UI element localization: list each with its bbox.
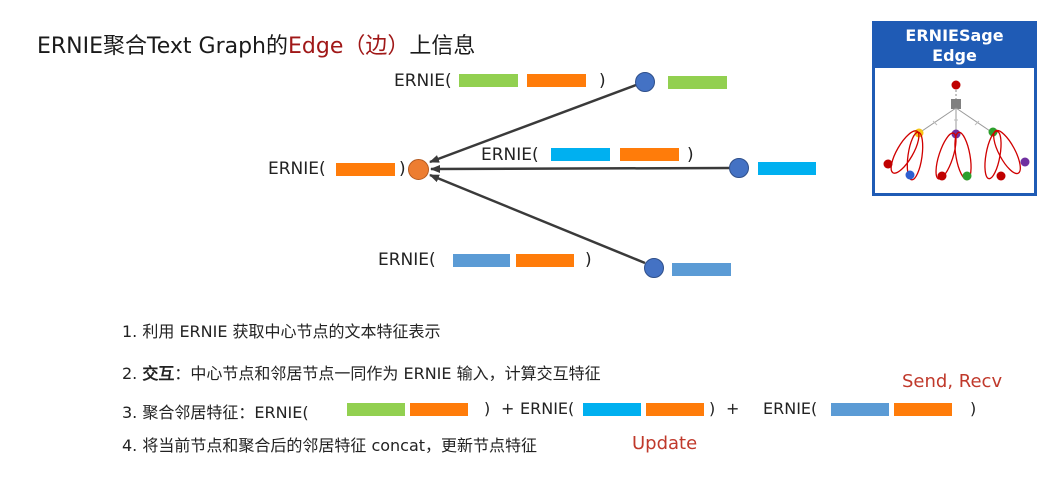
step-3-prefix: 3. 聚合邻居特征：ERNIE( bbox=[122, 403, 309, 422]
send-recv-label: Send, Recv bbox=[902, 371, 1003, 392]
orange-bar-center bbox=[336, 163, 395, 176]
title-prefix: ERNIE聚合Text Graph的 bbox=[37, 34, 289, 59]
step-2-bold: 交互 bbox=[142, 364, 175, 383]
inset-leaf bbox=[937, 171, 947, 181]
step-2-prefix: 2. bbox=[122, 364, 143, 383]
step3-blue-bar bbox=[831, 403, 889, 416]
close-paren-top: ) bbox=[599, 71, 606, 91]
neighbor-node-bottom bbox=[644, 258, 664, 278]
inset-tree bbox=[883, 80, 1030, 181]
step3-close-2: ) bbox=[709, 399, 716, 418]
edge-bottom-neighbor bbox=[429, 173, 646, 265]
neighbor-feature-top bbox=[668, 76, 727, 89]
inset-root-node bbox=[951, 80, 961, 90]
step3-ernie-3: ERNIE( bbox=[763, 399, 818, 418]
ernie-label-bottom: ERNIE( bbox=[378, 250, 436, 270]
step3-green-bar bbox=[347, 403, 405, 416]
close-paren-mid: ) bbox=[687, 145, 694, 165]
step3-orange-bar-3 bbox=[894, 403, 952, 416]
step-2-rest: ：中心节点和邻居节点一同作为 ERNIE 输入，计算交互特征 bbox=[174, 364, 601, 383]
title-suffix: 上信息 bbox=[409, 34, 476, 59]
inset-loop bbox=[906, 131, 924, 181]
inset-loop bbox=[993, 129, 1021, 175]
inset-link-mark bbox=[932, 120, 938, 126]
ernie-sage-edge-inset: ERNIESage Edge bbox=[872, 21, 1037, 196]
neighbor-node-mid bbox=[729, 158, 749, 178]
ernie-label-top: ERNIE( bbox=[394, 71, 452, 91]
blue-bar-bottom bbox=[453, 254, 510, 267]
cyan-bar-mid bbox=[551, 148, 610, 161]
step3-close-1: ) bbox=[484, 399, 491, 418]
step3-plus-2: + bbox=[726, 399, 740, 418]
orange-bar-bottom bbox=[516, 254, 574, 267]
neighbor-node-top bbox=[635, 72, 655, 92]
step-4: 4. 将当前节点和聚合后的邻居特征 concat，更新节点特征 bbox=[122, 436, 538, 455]
ernie-label-mid: ERNIE( bbox=[481, 145, 539, 165]
close-paren-bottom: ) bbox=[585, 250, 592, 270]
inset-leaf bbox=[883, 159, 893, 169]
inset-link-mark bbox=[974, 120, 980, 126]
inset-link-left bbox=[918, 107, 957, 134]
inset-leaf bbox=[996, 171, 1006, 181]
inset-header: ERNIESage Edge bbox=[875, 24, 1034, 68]
inset-title-line2: Edge bbox=[932, 46, 977, 65]
inset-link-right bbox=[955, 107, 994, 134]
edge-mid-neighbor bbox=[430, 164, 730, 173]
step3-orange-bar-2 bbox=[646, 403, 704, 416]
step3-plus-1: + bbox=[501, 399, 515, 418]
title-highlight: Edge（边） bbox=[288, 34, 410, 59]
orange-bar-mid bbox=[620, 148, 679, 161]
orange-bar-top bbox=[527, 74, 586, 87]
step3-close-3: ) bbox=[970, 399, 977, 418]
inset-link-marks bbox=[932, 119, 980, 126]
inset-loop bbox=[954, 131, 972, 181]
center-node bbox=[408, 159, 429, 180]
inset-loop bbox=[890, 130, 920, 174]
inset-leaf bbox=[962, 171, 972, 181]
ernie-label-center: ERNIE( bbox=[268, 159, 326, 179]
inset-node-purple bbox=[951, 129, 961, 139]
step3-orange-bar-1 bbox=[410, 403, 468, 416]
inset-hub bbox=[951, 99, 961, 109]
green-bar-top bbox=[459, 74, 518, 87]
step-2: 2. 交互：中心节点和邻居节点一同作为 ERNIE 输入，计算交互特征 bbox=[122, 360, 601, 384]
inset-leaf bbox=[1020, 157, 1030, 167]
neighbor-feature-mid bbox=[758, 162, 816, 175]
step3-ernie-2: ERNIE( bbox=[520, 399, 575, 418]
update-label: Update bbox=[632, 433, 698, 454]
neighbor-feature-bottom bbox=[672, 263, 731, 276]
edge-top-neighbor bbox=[429, 83, 637, 164]
close-paren-center: ) bbox=[399, 159, 406, 179]
inset-node-green bbox=[988, 127, 998, 137]
page-title: ERNIE聚合Text Graph的Edge（边）上信息 bbox=[37, 28, 475, 60]
inset-leaf bbox=[905, 170, 915, 180]
step-1: 1. 利用 ERNIE 获取中心节点的文本特征表示 bbox=[122, 322, 441, 341]
inset-title-line1: ERNIESage bbox=[905, 26, 1004, 45]
step3-cyan-bar bbox=[583, 403, 641, 416]
